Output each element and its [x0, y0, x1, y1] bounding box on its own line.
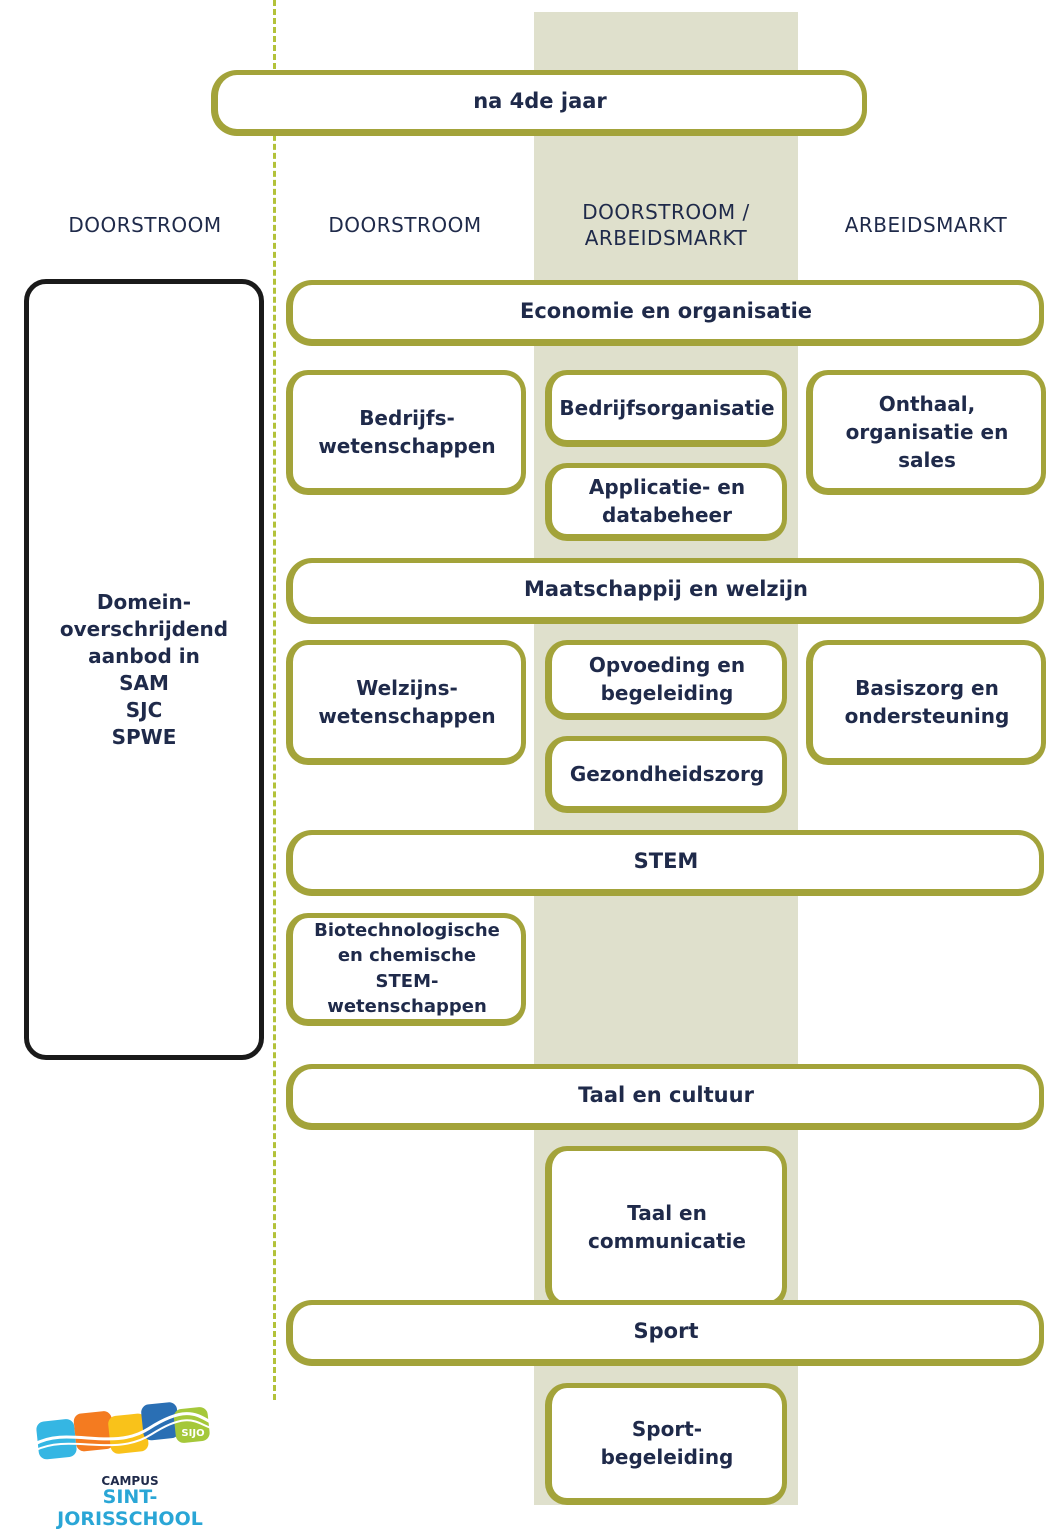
domeinoverschrijdend-panel: Domein- overschrijdend aanbod in SAM SJC… [24, 279, 264, 1060]
option-applicatie-en-databeheer: Applicatie- en databeheer [545, 463, 787, 541]
banner-label: na 4de jaar [473, 89, 607, 114]
domain-title: Economie en organisatie [519, 299, 813, 324]
option-label: Biotechnologische en chemische STEM- wet… [314, 920, 500, 1017]
option-taal-en-communicatie: Taal en communicatie [545, 1146, 787, 1309]
option-bedrijfsorganisatie: Bedrijfsorganisatie [545, 370, 787, 447]
domain-title: Maatschappij en welzijn [523, 577, 809, 602]
option-biotechnologische-en-chemische-stem-wetenschappen: Biotechnologische en chemische STEM- wet… [286, 913, 526, 1026]
logo-tiles-graphic: SIJO [33, 1402, 212, 1460]
option-label: Taal en communicatie [588, 1200, 746, 1253]
banner-na-4de-jaar: na 4de jaar [211, 70, 867, 136]
option-onthaal-organisatie-en-sales: Onthaal, organisatie en sales [806, 370, 1046, 495]
column-header-domeinoverschrijdend: DOORSTROOM [68, 213, 222, 237]
option-label: Onthaal, organisatie en sales [845, 391, 1009, 472]
column-header-arbeidsmarkt: ARBEIDSMARKT [844, 213, 1008, 237]
option-basiszorg-en-ondersteuning: Basiszorg en ondersteuning [806, 640, 1046, 765]
option-bedrijfswetenschappen: Bedrijfs- wetenschappen [286, 370, 526, 495]
option-welzijnswetenschappen: Welzijns- wetenschappen [286, 640, 526, 765]
panel-item-spwe: SPWE [111, 724, 177, 749]
panel-item-sam: SAM [119, 670, 169, 695]
domain-stem: STEM [286, 830, 1044, 896]
domain-title: STEM [633, 849, 699, 874]
option-label: Sport- begeleiding [600, 1417, 734, 1469]
campus-sint-jorisschool-logo: SIJO CAMPUS SINT-JORISSCHOOL [30, 1400, 240, 1530]
domain-maatschappij-en-welzijn: Maatschappij en welzijn [286, 558, 1044, 624]
option-sportbegeleiding: Sport- begeleiding [545, 1383, 787, 1505]
domain-economie-en-organisatie: Economie en organisatie [286, 280, 1044, 346]
panel-intro: Domein- overschrijdend aanbod in [59, 589, 229, 668]
panel-item-sjc: SJC [125, 697, 163, 722]
option-label: Basiszorg en ondersteuning [844, 675, 1010, 728]
dashed-divider [273, 0, 276, 1400]
svg-text:SIJO: SIJO [181, 1428, 204, 1439]
option-label: Gezondheidszorg [569, 761, 765, 786]
option-opvoeding-en-begeleiding: Opvoeding en begeleiding [545, 640, 787, 720]
option-gezondheidszorg: Gezondheidszorg [545, 736, 787, 813]
logo-campus-text: CAMPUS [101, 1474, 159, 1488]
option-label: Welzijns- wetenschappen [318, 675, 496, 728]
domain-taal-en-cultuur: Taal en cultuur [286, 1064, 1044, 1130]
column-header-doorstroom: DOORSTROOM [328, 213, 482, 237]
logo-school-name: SINT-JORISSCHOOL [57, 1486, 203, 1530]
domain-title: Sport [633, 1319, 699, 1344]
option-label: Opvoeding en begeleiding [588, 653, 746, 705]
option-label: Bedrijfs- wetenschappen [318, 405, 496, 458]
option-label: Bedrijfsorganisatie [559, 395, 775, 420]
domain-sport: Sport [286, 1300, 1044, 1366]
domain-title: Taal en cultuur [578, 1083, 754, 1108]
column-header-doorstroom-arbeidsmarkt: DOORSTROOM / ARBEIDSMARKT [582, 200, 750, 250]
option-label: Applicatie- en databeheer [588, 475, 746, 527]
